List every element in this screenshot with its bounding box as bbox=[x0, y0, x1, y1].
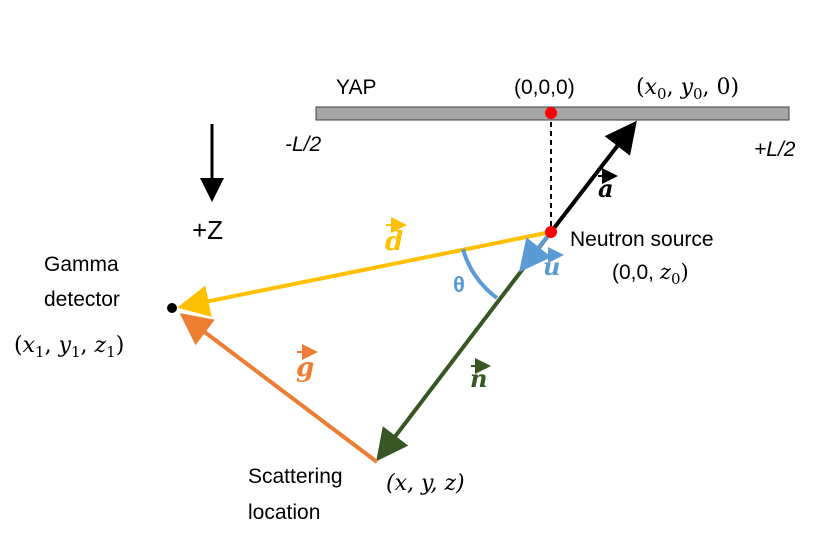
svg-text:n: n bbox=[470, 364, 487, 393]
neutron-source-marker bbox=[545, 226, 557, 238]
gamma-detector-coordinates: (x1, y1, z1) bbox=[14, 333, 124, 361]
vector-d-label: d bbox=[385, 217, 407, 257]
yap-point-coordinates: (x0, y0, 0) bbox=[636, 75, 739, 103]
gamma-detector-marker bbox=[167, 303, 177, 313]
scattering-location-label-line1: Scattering bbox=[248, 465, 343, 488]
neutron-source-label: Neutron source bbox=[570, 228, 714, 251]
svg-text:d: d bbox=[385, 227, 403, 257]
vector-n-label: n bbox=[470, 358, 491, 393]
origin-marker bbox=[545, 107, 557, 119]
z-axis-label: +Z bbox=[192, 215, 223, 245]
svg-text:u: u bbox=[543, 252, 560, 281]
scattering-location-label-line2: location bbox=[248, 501, 320, 524]
vector-d-arrow bbox=[177, 230, 552, 317]
theta-angle-arc bbox=[461, 248, 499, 300]
svg-text:a: a bbox=[598, 174, 614, 203]
vector-a-label: a bbox=[598, 168, 618, 203]
vector-g-arrow bbox=[179, 313, 379, 464]
vector-u-arrow bbox=[519, 230, 553, 273]
neutron-source-coordinates: (0,0, z0) bbox=[612, 260, 689, 288]
vector-a-arrow bbox=[549, 120, 637, 234]
vector-u-label: u bbox=[543, 247, 564, 281]
yap-label: YAP bbox=[336, 76, 376, 99]
plus-half-length-label: +L/2 bbox=[754, 138, 796, 161]
svg-text:g: g bbox=[296, 353, 314, 383]
scattering-location-coordinates: (x, y, z) bbox=[386, 471, 465, 496]
theta-label: θ bbox=[453, 272, 465, 297]
origin-label: (0,0,0) bbox=[514, 76, 575, 99]
gamma-detector-label-line2: detector bbox=[44, 288, 120, 311]
minus-half-length-label: -L/2 bbox=[285, 133, 322, 156]
vector-g-label: g bbox=[296, 344, 318, 383]
gamma-detector-label-line1: Gamma bbox=[44, 253, 119, 276]
